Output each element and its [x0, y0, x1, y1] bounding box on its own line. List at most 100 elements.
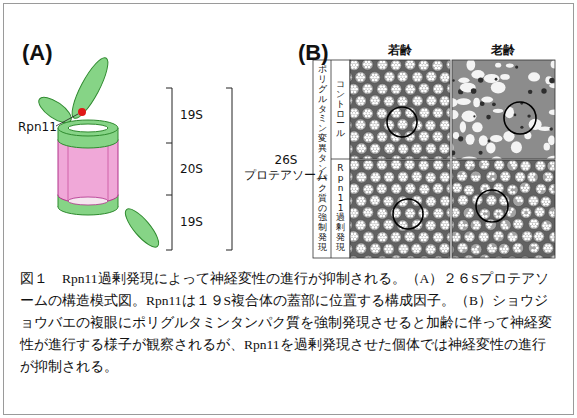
rhabdomere — [366, 87, 369, 90]
rhabdomere — [379, 190, 382, 193]
rhabdomere — [377, 187, 380, 190]
rhabdomere — [550, 176, 553, 179]
rhabdomere — [400, 222, 403, 225]
rhabdomere — [354, 190, 357, 193]
dark-spot — [452, 79, 454, 81]
rhabdomere — [499, 232, 502, 235]
rhabdomere — [438, 209, 441, 212]
rhabdomere — [547, 200, 550, 203]
rhabdomere — [384, 135, 387, 138]
rhabdomere — [410, 184, 413, 187]
ommatidium — [463, 207, 475, 219]
rhabdomere — [407, 233, 410, 236]
ommatidium — [383, 96, 395, 108]
rhabdomere — [447, 124, 450, 127]
rhabdomere — [371, 176, 374, 179]
rhabdomere — [398, 64, 401, 67]
rhabdomere — [381, 135, 384, 138]
rhabdomere — [475, 224, 478, 227]
rhabdomere — [417, 197, 420, 200]
rhabdomere — [428, 245, 431, 248]
rhabdomere — [378, 63, 381, 66]
rhabdomere — [486, 223, 489, 226]
rhabdomere — [501, 175, 504, 178]
rhabdomere — [462, 177, 465, 180]
rhabdomere — [447, 187, 450, 190]
rhabdomere — [539, 238, 542, 241]
rhabdomere — [548, 173, 551, 176]
bracket-label: 20S — [180, 162, 203, 176]
rhabdomere — [370, 136, 373, 139]
rhabdomere — [382, 115, 385, 118]
row-label: Rpn11過剰発現 — [336, 164, 345, 253]
rhabdomere — [395, 64, 398, 67]
ommatidium — [377, 208, 389, 220]
degenerated-blob — [547, 156, 555, 159]
rhabdomere — [396, 85, 399, 88]
degenerated-blob — [551, 60, 555, 68]
rhabdomere — [409, 88, 412, 91]
rhabdomere — [456, 211, 459, 214]
rhabdomere — [419, 124, 422, 127]
rhabdomere — [421, 185, 424, 188]
core-hole — [68, 197, 108, 205]
rhabdomere — [375, 226, 378, 229]
rhabdomere — [421, 132, 424, 135]
rhabdomere — [353, 187, 356, 190]
rhabdomere — [477, 175, 480, 178]
rhabdomere — [435, 161, 438, 164]
ommatidium — [390, 60, 402, 71]
micrograph-ground — [350, 60, 450, 159]
rhabdomere — [478, 201, 481, 204]
rhabdomere — [426, 188, 429, 191]
rhabdomere — [544, 227, 547, 230]
rhabdomere — [503, 248, 506, 251]
rhabdomere — [393, 233, 396, 236]
rhabdomere — [518, 225, 521, 228]
dark-spot — [471, 88, 477, 94]
ommatidium — [439, 243, 450, 255]
rhabdomere — [463, 201, 466, 204]
rhabdomere — [433, 111, 436, 114]
ring-hole — [68, 124, 108, 132]
ommatidium — [397, 71, 409, 83]
rhabdomere — [502, 173, 505, 176]
rhabdomere — [432, 97, 435, 100]
rhabdomere — [468, 189, 471, 192]
rhabdomere — [364, 188, 367, 191]
rhabdomere — [424, 84, 427, 87]
rhabdomere — [492, 173, 495, 176]
rhabdomere — [494, 213, 497, 216]
rhabdomere — [423, 87, 426, 90]
rhabdomere — [386, 203, 389, 206]
ommatidium — [425, 196, 437, 208]
rhabdomere — [372, 221, 375, 224]
rhabdomere — [407, 90, 410, 93]
rhabdomere — [421, 84, 424, 87]
rhabdomere — [517, 178, 520, 181]
rhabdomere — [412, 187, 415, 190]
rhabdomere — [511, 164, 514, 167]
dark-spot — [495, 78, 498, 81]
rhabdomere — [496, 210, 499, 213]
rhabdomere — [358, 102, 361, 105]
rhabdomere — [400, 203, 403, 206]
part-label: Rpn11 — [18, 120, 57, 134]
rhabdomere — [361, 97, 364, 100]
rhabdomere — [524, 232, 527, 235]
rhabdomere — [470, 238, 473, 241]
rhabdomere — [363, 147, 366, 150]
rhabdomere — [364, 136, 367, 139]
rhabdomere — [412, 175, 415, 178]
rhabdomere — [537, 213, 540, 216]
rhabdomere — [545, 173, 548, 176]
ommatidium — [412, 71, 424, 83]
ommatidium — [493, 160, 505, 171]
rhabdomere — [411, 163, 414, 166]
rhabdomere — [354, 232, 357, 235]
figure-caption: 図１ Rpn11過剰発現によって神経変性の進行が抑制される。（A）２６Sプロテア… — [20, 268, 557, 378]
rhabdomere — [471, 175, 474, 178]
rhabdomere — [380, 233, 383, 236]
rhabdomere — [536, 246, 539, 249]
